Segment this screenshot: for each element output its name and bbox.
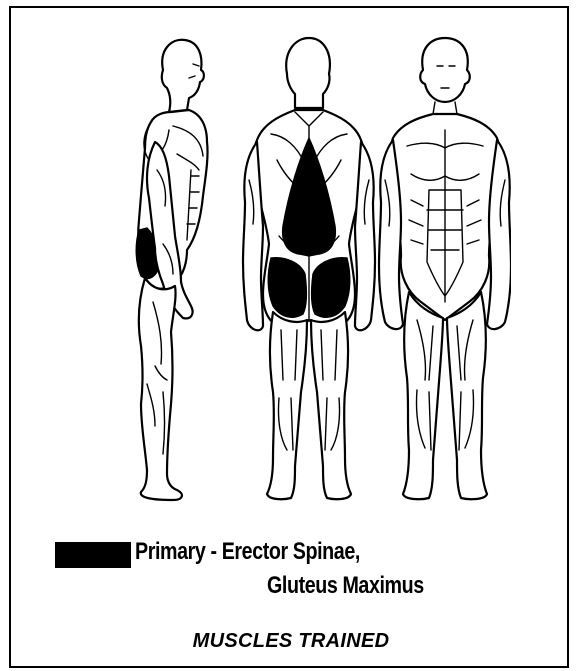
legend-primary-label-line2: Gluteus Maximus: [267, 572, 424, 600]
back-view-figure: [243, 38, 375, 499]
side-view-figure: [136, 40, 207, 500]
muscle-figures: [111, 30, 511, 512]
diagram-frame: Primary - Erector Spinae, Gluteus Maximu…: [9, 6, 569, 668]
legend-primary-label-line1: Primary - Erector Spinae,: [135, 538, 360, 566]
caption: MUSCLES TRAINED: [11, 630, 571, 653]
legend: Primary - Erector Spinae, Gluteus Maximu…: [55, 532, 535, 622]
primary-swatch: [55, 542, 131, 568]
front-view-figure: [379, 38, 511, 499]
